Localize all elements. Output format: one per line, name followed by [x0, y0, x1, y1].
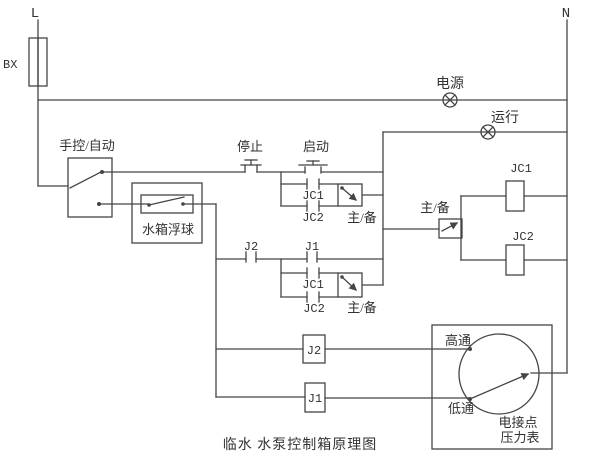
- float-switch-branch: 水箱浮球: [98, 182, 217, 398]
- gauge-name-line2: 压力表: [500, 430, 539, 445]
- jc2-hold-contact-2: [306, 291, 320, 303]
- high-contact-label: 高通: [445, 333, 471, 348]
- low-contact-label: 低通: [448, 401, 474, 416]
- fuse-label: BX: [3, 58, 17, 72]
- start-button-label: 启动: [303, 139, 329, 154]
- gauge-dial: [458, 333, 540, 415]
- j2-coil-label: J2: [307, 344, 321, 358]
- start-button-symbol: [298, 160, 328, 174]
- jc1-contact-label: JC1: [302, 189, 324, 203]
- float-switch-label: 水箱浮球: [142, 222, 194, 237]
- run-lamp-label: 运行: [491, 110, 519, 126]
- stop-button-label: 停止: [237, 139, 263, 154]
- fuse: BX: [3, 37, 48, 87]
- jc2-coil: [505, 244, 525, 276]
- pressure-gauge-box: [431, 324, 553, 450]
- run-lamp-rail: 运行: [382, 110, 568, 286]
- jc1-hold-contact-2: [306, 267, 320, 279]
- power-lamp-label: 电源: [436, 76, 464, 92]
- gauge-needle: [469, 372, 530, 400]
- mode-switch: 手控/自动: [59, 138, 115, 218]
- diagram-title: 临水 水泵控制箱原理图: [223, 437, 378, 453]
- mode-switch-symbol: [69, 170, 104, 206]
- neutral-rail-label: N: [562, 6, 570, 22]
- hold-selector-switch-2: [337, 272, 363, 298]
- selector-relay-label: 主/备: [420, 200, 450, 215]
- jc1-coil: [505, 180, 525, 212]
- selector-label-2: 主/备: [347, 300, 377, 315]
- jc1-coil-label: JC1: [510, 162, 532, 176]
- jc1-contact-label-2: JC1: [302, 278, 324, 292]
- coil-selector-section: 主/备 JC1 JC2: [382, 162, 568, 276]
- jc2-coil-label: JC2: [512, 230, 534, 244]
- j1-coil-label: J1: [308, 392, 322, 406]
- jc2-contact-label: JC2: [302, 211, 324, 225]
- auto-start-rung: J2 J1 JC1 JC2: [215, 240, 384, 316]
- power-lamp-icon: [442, 92, 458, 108]
- jc1-hold-contact: [306, 178, 320, 190]
- run-lamp-icon: [480, 124, 496, 140]
- j1-no-contact: [306, 251, 318, 263]
- stop-button-symbol: [240, 159, 262, 173]
- j2-no-contact: [245, 251, 257, 263]
- j1-contact-label: J1: [305, 240, 319, 254]
- jc2-contact-label-2: JC2: [303, 302, 325, 316]
- start-stop-rung: 停止 启动 JC1: [101, 139, 384, 225]
- high-contact-point: [468, 347, 472, 351]
- float-switch-box: [131, 182, 203, 244]
- selector-relay-switch: [438, 218, 463, 239]
- hold-selector-switch: [337, 183, 363, 207]
- mode-switch-label: 手控/自动: [59, 138, 115, 153]
- live-rail-label: L: [31, 6, 39, 22]
- float-switch-contact: [147, 196, 185, 207]
- j2-contact-label: J2: [244, 240, 258, 254]
- selector-label: 主/备: [347, 210, 377, 225]
- power-lamp: 电源: [436, 76, 464, 108]
- mode-switch-box: [67, 157, 113, 218]
- relay-coil-section: J2 J1: [215, 334, 471, 413]
- pressure-gauge: 高通 低通 电接点 压力表: [431, 324, 568, 450]
- gauge-name-line1: 电接点: [498, 415, 537, 430]
